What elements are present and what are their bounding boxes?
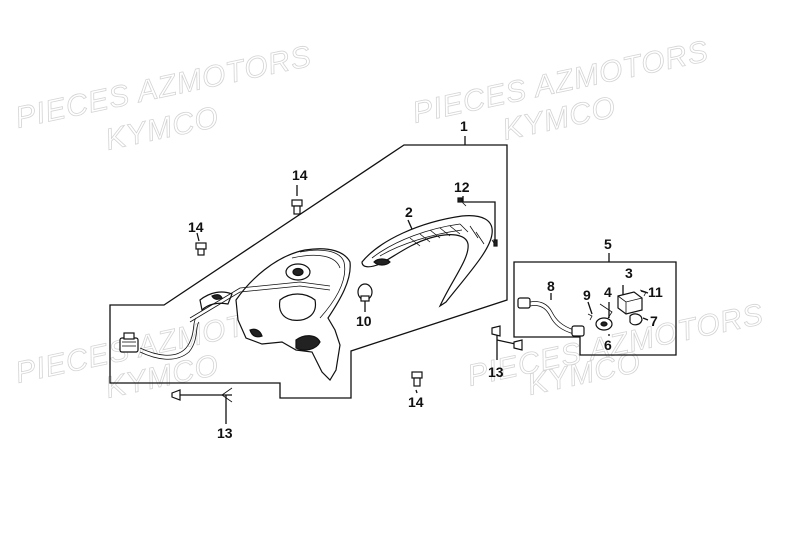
callout-7: 7 <box>650 313 658 329</box>
callout-5: 5 <box>604 236 612 252</box>
group-outline-1 <box>109 144 508 399</box>
callout-2: 2 <box>405 204 413 220</box>
callout-11: 11 <box>648 284 663 300</box>
callout-13-right: 13 <box>488 364 504 380</box>
group-outline-5 <box>513 261 677 356</box>
screw-14-bottom <box>411 371 423 387</box>
socket-6 <box>595 317 613 331</box>
tail-light-housing <box>189 248 351 381</box>
callout-labels: 1 2 3 4 5 6 7 8 9 10 11 12 13 13 14 14 1… <box>188 118 663 441</box>
callout-9: 9 <box>583 287 591 303</box>
callout-1: 1 <box>460 118 468 134</box>
callout-4: 4 <box>604 284 612 300</box>
screw-12 <box>457 197 498 247</box>
tail-light-lens <box>361 215 493 308</box>
bulb-10 <box>357 283 373 302</box>
callout-8: 8 <box>547 278 555 294</box>
turn-signal-harness <box>517 297 585 337</box>
screw-14-top <box>291 199 303 215</box>
rivet-13-left <box>171 387 233 403</box>
callout-6: 6 <box>604 337 612 353</box>
bracket-4 <box>599 303 613 319</box>
callout-14-top: 14 <box>292 167 308 183</box>
screw-14-left <box>195 242 207 256</box>
clip-7 <box>629 313 643 326</box>
rivet-13-right <box>491 325 523 351</box>
callout-14-bottom: 14 <box>408 394 424 410</box>
callout-14-left: 14 <box>188 219 204 235</box>
clip-9 <box>587 313 593 321</box>
relay-3 <box>617 291 643 315</box>
callout-10: 10 <box>356 313 372 329</box>
wire-harness-1 <box>119 317 200 360</box>
clip-11 <box>639 289 647 297</box>
callout-13-left: 13 <box>217 425 233 441</box>
callout-12: 12 <box>454 179 470 195</box>
callout-3: 3 <box>625 265 633 281</box>
